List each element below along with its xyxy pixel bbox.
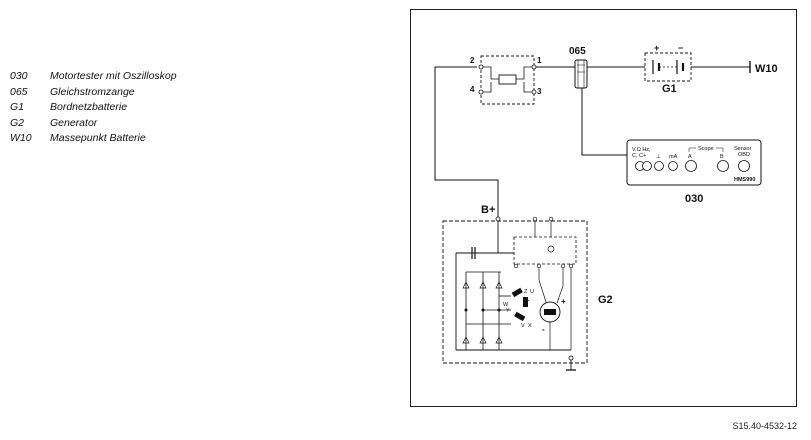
winding-mark-y: Y <box>506 308 510 314</box>
legend-row: 065 Gleichstromzange <box>10 85 177 101</box>
relay-terminal-3: 3 <box>537 87 542 96</box>
generator-label: G2 <box>598 294 613 306</box>
winding-mark-z: Z <box>524 289 528 295</box>
legend-text: Bordnetzbatterie <box>50 101 128 113</box>
motor-tester-label: 030 <box>685 193 703 205</box>
relay-box: 2 1 4 3 <box>470 55 542 105</box>
legend-text: Motortester mit Oszilloskop <box>50 70 177 82</box>
battery-plus-sign: + <box>654 43 659 53</box>
legend: 030 Motortester mit Oszilloskop 065 Glei… <box>10 69 177 147</box>
tester-model-label: HMS990 <box>734 177 755 183</box>
battery-minus-sign: − <box>678 43 683 53</box>
legend-code: 065 <box>10 85 28 98</box>
wire-clamp-to-tester <box>581 88 627 156</box>
tester-channel-a-label: A <box>688 154 692 160</box>
legend-code: W10 <box>10 132 32 144</box>
diagram-frame: 2 1 4 3 W10 065 + − G <box>410 9 797 407</box>
battery-label: G1 <box>662 83 677 95</box>
figure-id: S15.40-4532-12 <box>732 421 797 431</box>
bplus-terminal <box>495 216 501 222</box>
tester-channel-b-label: B <box>720 154 724 160</box>
tester-sensor-label: Sensor <box>734 146 752 152</box>
rotor-plus-mark: + <box>561 297 566 306</box>
tester-obd-label: OBD <box>738 152 750 158</box>
legend-code: G2 <box>10 116 25 129</box>
tester-ma-label: mA <box>669 154 678 160</box>
battery-g1: + − G1 <box>644 43 692 95</box>
bplus-terminal-label: B+ <box>481 204 495 216</box>
relay-terminal-2: 2 <box>470 56 475 65</box>
relay-terminal-1: 1 <box>537 56 542 65</box>
ground-point-w10-label: W10 <box>755 63 778 75</box>
legend-row: 030 Motortester mit Oszilloskop <box>10 69 177 85</box>
relay-terminal-4: 4 <box>470 85 475 94</box>
current-clamp-label: 065 <box>569 46 586 57</box>
winding-mark-x: X <box>528 323 532 329</box>
tester-ground-symbol: ⊥ <box>656 153 661 160</box>
motor-tester-030: V,Ω Hz, C, C+ ⊥ mA Scope A B Sensor OBD … <box>626 139 762 205</box>
winding-mark-u: U <box>530 289 534 295</box>
tester-input-label-b: C, C+ <box>632 153 646 159</box>
current-clamp-065: 065 <box>569 46 588 89</box>
legend-row: G2 Generator <box>10 116 177 132</box>
legend-text: Gleichstromzange <box>50 85 135 98</box>
legend-text: Massepunkt Batterie <box>50 132 146 144</box>
wire-bplus-to-relay <box>434 66 499 217</box>
legend-row: G1 Bordnetzbatterie <box>10 100 177 116</box>
legend-text: Generator <box>50 116 98 129</box>
tester-input-label-a: V,Ω Hz, <box>632 147 651 153</box>
winding-mark-w: W <box>503 302 509 308</box>
tester-scope-label: Scope <box>698 146 714 152</box>
wiring-diagram: 2 1 4 3 W10 065 + − G <box>434 43 778 371</box>
legend-code: G1 <box>10 101 25 113</box>
legend-code: 030 <box>10 70 28 82</box>
winding-mark-v: V <box>521 323 525 329</box>
rotor-minus-mark: - <box>542 325 545 334</box>
legend-row: W10 Massepunkt Batterie <box>10 131 177 147</box>
generator-g2: B+ <box>442 204 613 371</box>
